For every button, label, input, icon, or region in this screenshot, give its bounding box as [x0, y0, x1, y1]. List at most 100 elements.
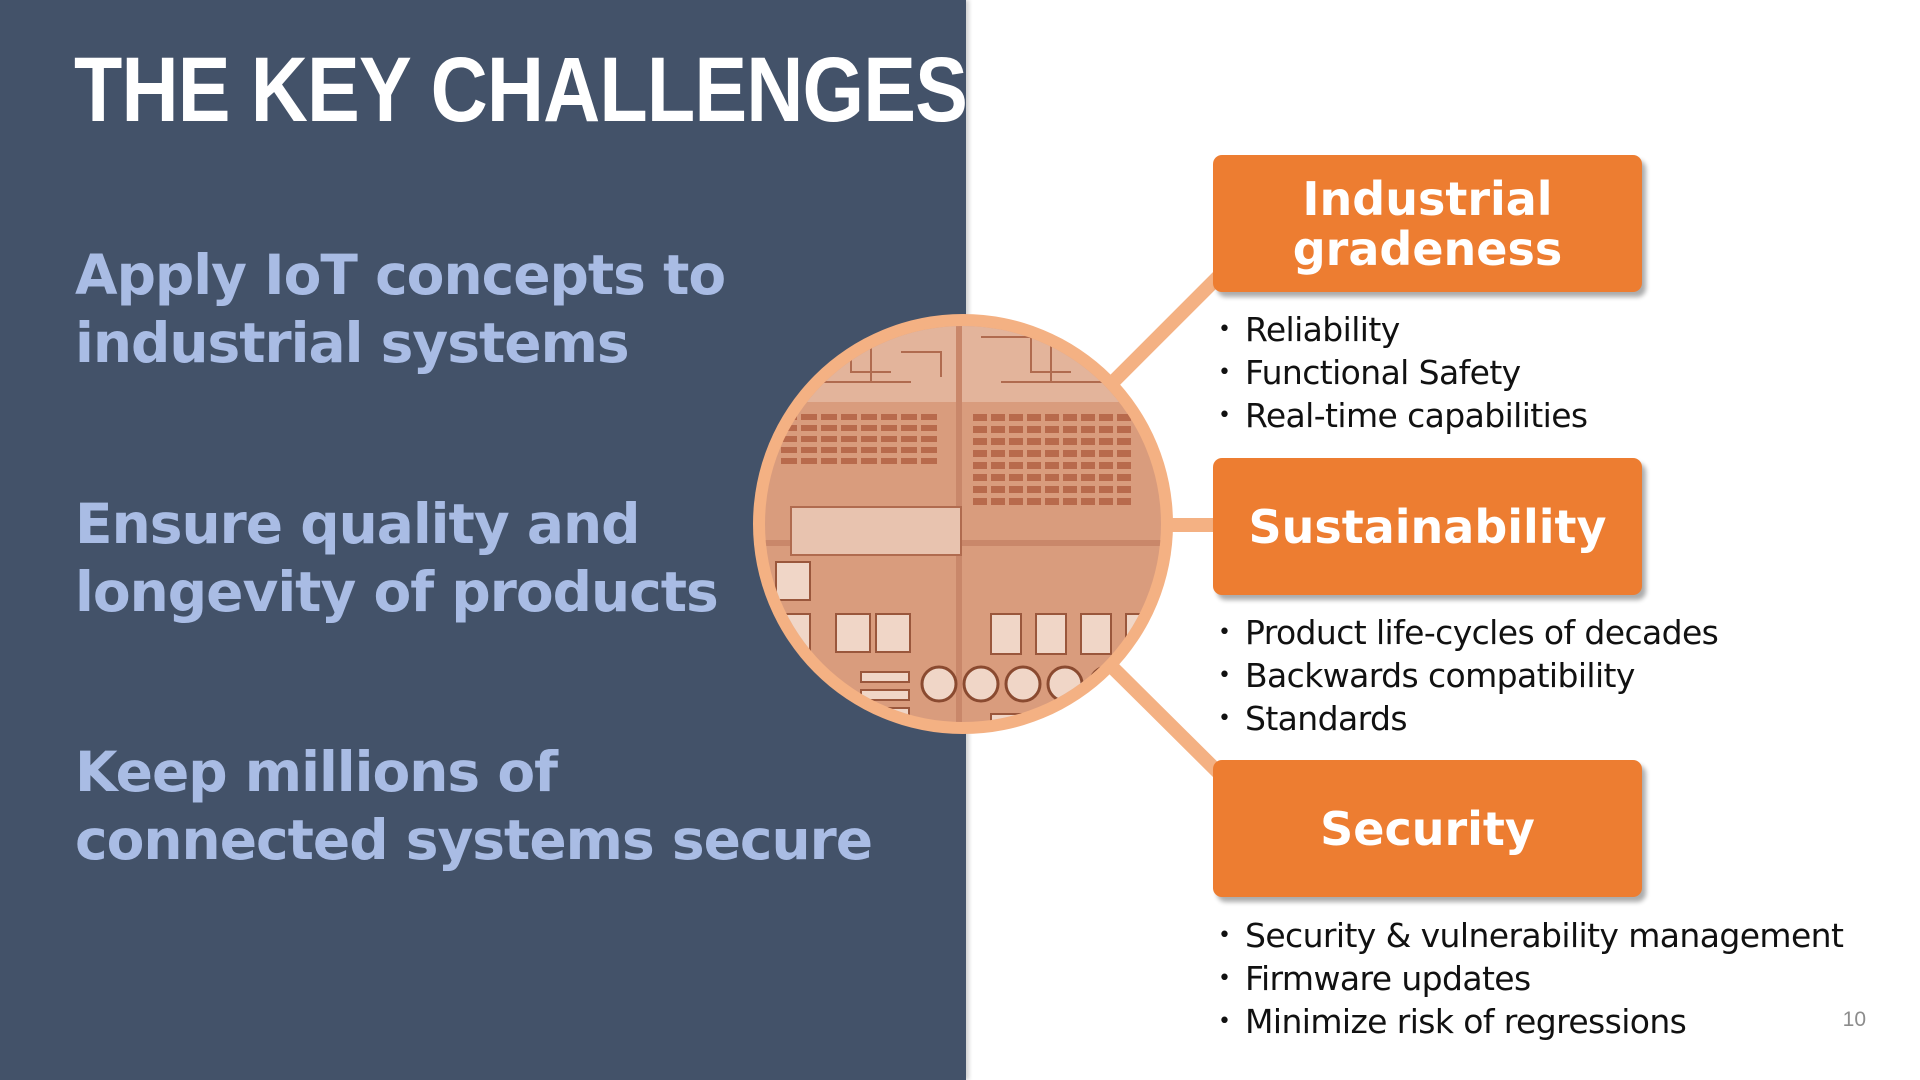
page-number: 10 [1842, 1008, 1866, 1031]
panel-button [821, 425, 837, 431]
bullet-item: Standards [1218, 697, 1718, 740]
panel-button [1027, 438, 1041, 445]
panel-button [1099, 414, 1113, 421]
bullet-item: Minimize risk of regressions [1218, 1000, 1843, 1043]
bullet-item: Backwards compatibility [1218, 654, 1718, 697]
panel-button [1045, 474, 1059, 481]
panel-button [841, 447, 857, 453]
panel-button [1045, 462, 1059, 469]
point-line: Apply IoT concepts to [75, 243, 726, 307]
panel-button [861, 458, 877, 464]
panel-button [1045, 498, 1059, 505]
point-line: Ensure quality and [75, 492, 640, 556]
panel-button [973, 414, 987, 421]
panel-button [973, 450, 987, 457]
panel-button [991, 450, 1005, 457]
panel-button [973, 486, 987, 493]
panel-button [861, 447, 877, 453]
panel-button [1081, 498, 1095, 505]
bullet-item: Firmware updates [1218, 957, 1843, 1000]
panel-button [1081, 486, 1095, 493]
bullet-item: Product life-cycles of decades [1218, 611, 1719, 654]
panel-button [1009, 462, 1023, 469]
panel-button [1117, 474, 1131, 481]
panel-button [1099, 462, 1113, 469]
panel-button [801, 425, 817, 431]
panel-button [973, 426, 987, 433]
point-line: Keep millions of [75, 740, 558, 804]
challenge-point-security: Keep millions of connected systems secur… [75, 738, 873, 874]
box-heading-line: gradeness [1292, 221, 1563, 276]
panel-button [921, 458, 937, 464]
industrial-gradeness-bullets: Reliability Functional Safety Real-time … [1218, 308, 1588, 437]
challenge-box-sustainability: Sustainability [1213, 458, 1642, 595]
panel-button [1081, 462, 1095, 469]
panel-button [1063, 414, 1077, 421]
panel-button [1099, 450, 1113, 457]
panel-button [1063, 498, 1077, 505]
panel-button [991, 474, 1005, 481]
panel-button [1027, 486, 1041, 493]
panel-button [991, 438, 1005, 445]
panel-button [973, 474, 987, 481]
panel-button [973, 462, 987, 469]
panel-button [821, 436, 837, 442]
panel-button [1117, 426, 1131, 433]
panel-button [921, 447, 937, 453]
panel-button [881, 425, 897, 431]
panel-button [991, 426, 1005, 433]
panel-button [1081, 438, 1095, 445]
panel-button [881, 414, 897, 420]
panel-button [881, 447, 897, 453]
panel-button [801, 436, 817, 442]
panel-button [1081, 450, 1095, 457]
panel-button [1027, 462, 1041, 469]
panel-button [861, 414, 877, 420]
panel-button [1027, 474, 1041, 481]
panel-button [821, 414, 837, 420]
panel-button [841, 458, 857, 464]
challenge-box-security: Security [1213, 760, 1642, 897]
security-bullets: Security & vulnerability management Firm… [1218, 914, 1844, 1043]
panel-button [1117, 462, 1131, 469]
panel-button [781, 447, 797, 453]
panel-button [1063, 450, 1077, 457]
panel-button [1117, 414, 1131, 421]
panel-button [991, 486, 1005, 493]
panel-button [901, 458, 917, 464]
point-line: longevity of products [75, 560, 719, 624]
bullet-item: Real-time capabilities [1218, 394, 1588, 437]
challenge-point-iot: Apply IoT concepts to industrial systems [75, 241, 726, 377]
panel-button [991, 462, 1005, 469]
panel-button [973, 498, 987, 505]
panel-button [901, 425, 917, 431]
panel-button [801, 447, 817, 453]
panel-button [881, 436, 897, 442]
panel-button [1099, 474, 1113, 481]
panel-button [921, 436, 937, 442]
panel-button [1009, 450, 1023, 457]
panel-button [921, 425, 937, 431]
box-heading-line: Sustainability [1248, 499, 1607, 554]
bullet-item: Functional Safety [1218, 351, 1588, 394]
panel-button [1009, 438, 1023, 445]
panel-button [901, 414, 917, 420]
panel-button [861, 425, 877, 431]
panel-button [1117, 438, 1131, 445]
panel-button [821, 458, 837, 464]
panel-button [1063, 474, 1077, 481]
panel-button [1063, 462, 1077, 469]
panel-button [801, 458, 817, 464]
panel-button [781, 436, 797, 442]
panel-button [841, 436, 857, 442]
panel-button [1045, 450, 1059, 457]
panel-button [1081, 426, 1095, 433]
panel-button [1117, 450, 1131, 457]
panel-button [821, 447, 837, 453]
panel-button [1063, 438, 1077, 445]
bullet-item: Reliability [1218, 308, 1588, 351]
panel-button [1045, 414, 1059, 421]
panel-button [1117, 486, 1131, 493]
panel-button [841, 425, 857, 431]
